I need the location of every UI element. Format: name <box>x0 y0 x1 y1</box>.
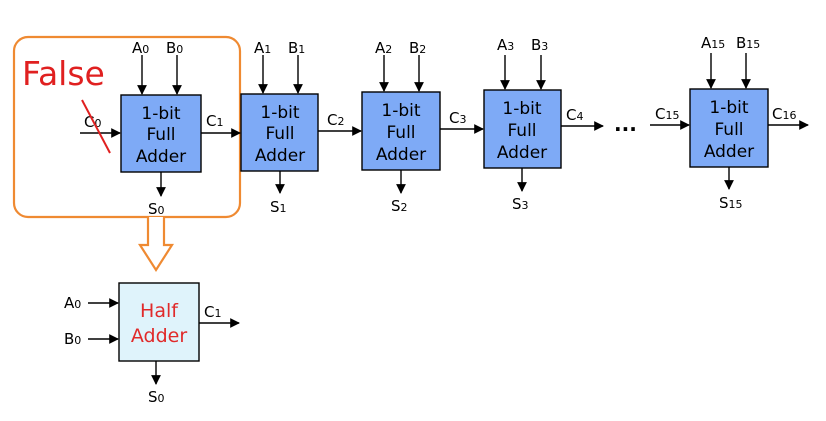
half-adder-s0-label: S0 <box>148 388 165 406</box>
half-adder: Half Adder A0 B0 C1 S0 <box>64 282 240 406</box>
svg-text:Full: Full <box>265 124 294 144</box>
input-a0-label: A0 <box>132 39 149 57</box>
svg-text:Adder: Adder <box>704 142 754 162</box>
strike-line <box>81 99 111 154</box>
full-adder-1: 1-bit Full Adder A1 B1 C2 S1 <box>240 39 362 216</box>
half-adder-c1-label: C1 <box>204 303 221 321</box>
sum-s15-label: S15 <box>719 194 743 212</box>
highlight-box <box>12 35 242 219</box>
input-b2-label: B2 <box>409 39 426 57</box>
carry-in-c0-label: C0 <box>84 113 101 131</box>
sum-s0-label: S0 <box>148 200 165 218</box>
svg-text:1-bit: 1-bit <box>709 98 748 118</box>
replace-arrow <box>137 217 175 273</box>
svg-text:Adder: Adder <box>497 143 547 163</box>
sum-s3-label: S3 <box>512 195 529 213</box>
ellipsis: ... <box>614 112 637 136</box>
input-b3-label: B3 <box>531 36 548 54</box>
svg-text:Adder: Adder <box>131 325 187 347</box>
svg-text:Full: Full <box>146 125 175 145</box>
carry-c16-label: C16 <box>772 105 796 123</box>
full-adder-15: 1-bit Full Adder A15 B15 C15 C16 S15 <box>650 34 809 212</box>
svg-text:1-bit: 1-bit <box>502 99 541 119</box>
carry-c4-label: C4 <box>566 106 583 124</box>
full-adder-2: 1-bit Full Adder A2 B2 C3 S2 <box>361 39 484 215</box>
carry-c1-label: C1 <box>206 112 223 130</box>
svg-text:1-bit: 1-bit <box>260 103 299 123</box>
input-b0-label: B0 <box>166 39 183 57</box>
input-b15-label: B15 <box>736 34 760 52</box>
sum-s2-label: S2 <box>391 197 408 215</box>
svg-text:Adder: Adder <box>376 145 426 165</box>
svg-text:1-bit: 1-bit <box>141 104 180 124</box>
half-adder-b0-label: B0 <box>64 330 81 348</box>
input-a15-label: A15 <box>701 34 725 52</box>
carry-c15-label: C15 <box>655 105 679 123</box>
input-a2-label: A2 <box>375 39 392 57</box>
svg-text:Full: Full <box>714 120 743 140</box>
svg-text:Full: Full <box>507 121 536 141</box>
svg-text:Full: Full <box>386 123 415 143</box>
input-a3-label: A3 <box>497 36 514 54</box>
full-adder-0: 1-bit Full Adder A0 B0 C0 C1 S0 <box>80 39 241 218</box>
carry-c2-label: C2 <box>327 111 344 129</box>
sum-s1-label: S1 <box>270 198 287 216</box>
carry-c3-label: C3 <box>449 109 466 127</box>
svg-text:Adder: Adder <box>136 147 186 167</box>
false-label: False <box>22 54 105 93</box>
half-adder-a0-label: A0 <box>64 294 81 312</box>
svg-text:1-bit: 1-bit <box>381 101 420 121</box>
svg-text:Half: Half <box>140 300 179 322</box>
svg-text:Adder: Adder <box>255 146 305 166</box>
input-b1-label: B1 <box>288 39 305 57</box>
input-a1-label: A1 <box>254 39 271 57</box>
full-adder-3: 1-bit Full Adder A3 B3 C4 S3 <box>483 36 604 213</box>
